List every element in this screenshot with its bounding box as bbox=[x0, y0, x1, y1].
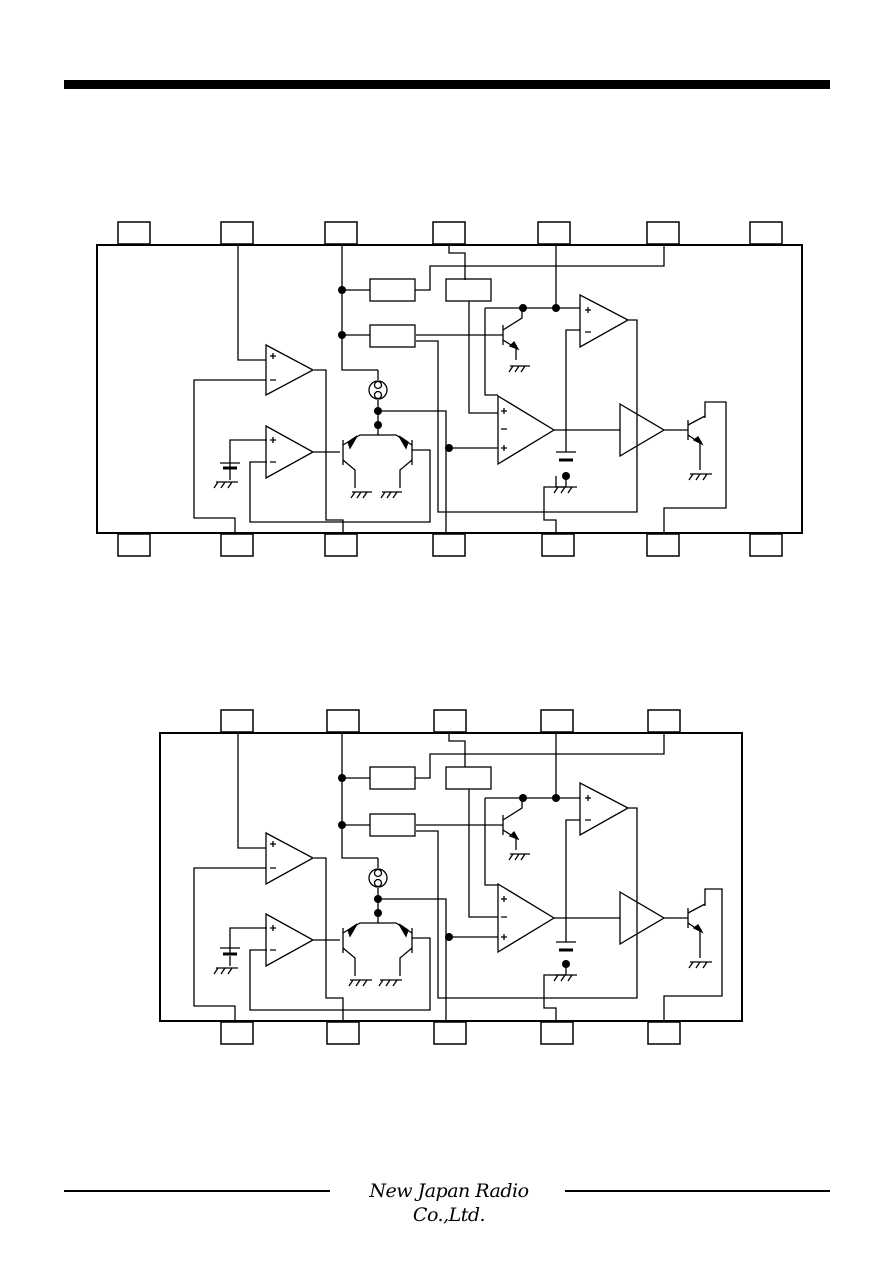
opamp-icon bbox=[265, 912, 315, 968]
footer-rule-left bbox=[64, 1190, 330, 1192]
resistor bbox=[369, 324, 416, 348]
wiring bbox=[193, 732, 723, 1021]
opamp-icon bbox=[497, 394, 556, 466]
pin bbox=[537, 221, 571, 245]
resistor bbox=[369, 278, 416, 302]
pin bbox=[324, 533, 358, 557]
pin bbox=[433, 709, 467, 733]
battery-icon bbox=[556, 941, 576, 952]
wiring bbox=[193, 244, 727, 533]
battery-icon bbox=[556, 451, 576, 462]
pin bbox=[433, 1021, 467, 1045]
opamp-icon bbox=[265, 424, 315, 480]
ground-icon bbox=[688, 961, 712, 969]
buffer-icon bbox=[619, 890, 666, 946]
ground-icon bbox=[553, 974, 577, 982]
pin bbox=[749, 221, 783, 245]
opamp-icon bbox=[579, 781, 630, 837]
ground-icon bbox=[350, 491, 372, 499]
pin bbox=[749, 533, 783, 557]
pin bbox=[647, 1021, 681, 1045]
block-diagram-10-pin bbox=[159, 709, 743, 1045]
pin bbox=[220, 709, 254, 733]
ground-icon bbox=[213, 481, 238, 489]
top-pins bbox=[117, 221, 783, 245]
pin bbox=[220, 221, 254, 245]
ground-icon bbox=[348, 979, 372, 987]
pin bbox=[326, 709, 360, 733]
transistor-icon bbox=[687, 903, 706, 958]
top-pins bbox=[220, 709, 681, 733]
pin bbox=[117, 221, 151, 245]
ground-icon bbox=[688, 473, 712, 481]
pin bbox=[647, 709, 681, 733]
pin bbox=[540, 709, 574, 733]
pin bbox=[220, 533, 254, 557]
resistor bbox=[369, 813, 416, 837]
ground-icon bbox=[508, 365, 530, 373]
resistor bbox=[445, 278, 492, 302]
ic-package-body bbox=[159, 732, 743, 1022]
opamp-icon bbox=[579, 293, 630, 349]
bottom-pins bbox=[117, 533, 783, 557]
pin bbox=[646, 533, 680, 557]
pin bbox=[540, 1021, 574, 1045]
buffer-icon bbox=[619, 402, 666, 458]
pin bbox=[326, 1021, 360, 1045]
battery-icon bbox=[220, 947, 240, 966]
opamp-icon bbox=[265, 343, 315, 397]
resistor bbox=[445, 766, 492, 790]
pin bbox=[220, 1021, 254, 1045]
pin bbox=[646, 221, 680, 245]
ground-icon bbox=[508, 853, 530, 861]
transistor-icon bbox=[502, 308, 523, 360]
bottom-pins bbox=[220, 1021, 681, 1045]
footer-rule-right bbox=[565, 1190, 830, 1192]
opamp-icon bbox=[497, 882, 556, 954]
ground-icon bbox=[378, 979, 402, 987]
junction-dots bbox=[338, 286, 570, 480]
ground-icon bbox=[213, 967, 238, 975]
transistor-icon bbox=[502, 798, 523, 850]
company-logo: New Japan Radio Co.,Ltd. bbox=[369, 1180, 529, 1226]
battery-icon bbox=[220, 462, 240, 480]
opamp-icon bbox=[265, 831, 315, 886]
pin bbox=[324, 221, 358, 245]
block-diagram-14-pin bbox=[96, 221, 803, 557]
transistor-icon bbox=[687, 415, 706, 470]
differential-pair-icon bbox=[342, 425, 413, 488]
junction-dots bbox=[338, 774, 570, 968]
current-source-icon bbox=[368, 380, 388, 400]
pin bbox=[541, 533, 575, 557]
pin bbox=[117, 533, 151, 557]
resistor bbox=[369, 766, 416, 790]
ground-icon bbox=[553, 486, 577, 494]
current-source-icon bbox=[368, 868, 388, 888]
differential-pair-icon bbox=[342, 913, 413, 976]
ground-icon bbox=[380, 491, 402, 499]
header-rule bbox=[64, 80, 830, 89]
pin bbox=[432, 533, 466, 557]
